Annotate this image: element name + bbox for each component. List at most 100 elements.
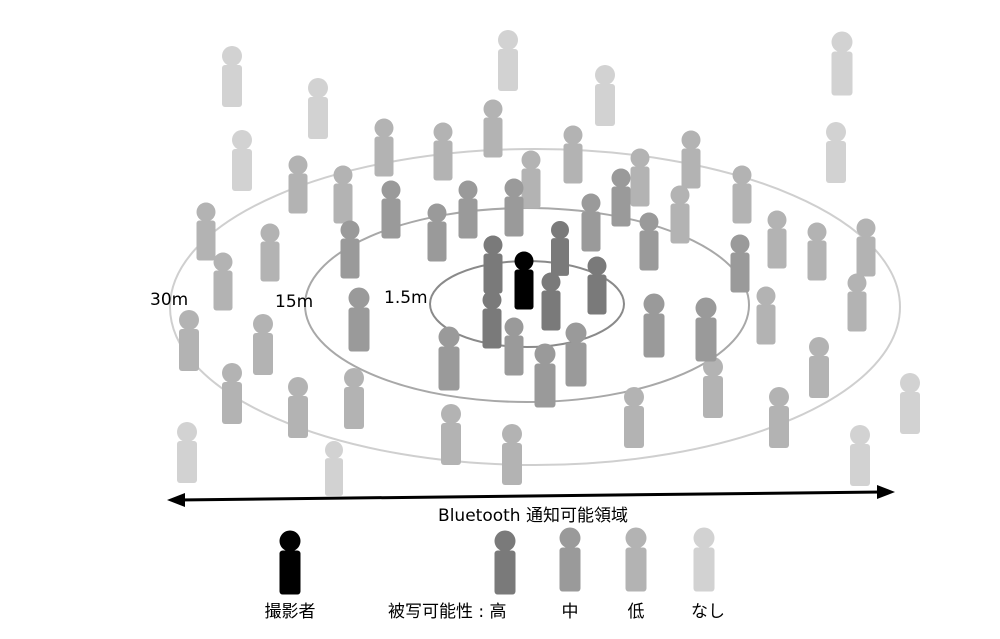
person-body — [624, 406, 644, 448]
person-body — [563, 143, 583, 184]
person-head — [639, 212, 659, 232]
person-l — [563, 125, 583, 184]
person-l — [433, 122, 453, 181]
legend-icon-none — [693, 527, 715, 592]
person-h — [482, 290, 502, 349]
legend-label-none: なし — [691, 602, 725, 622]
person-body — [433, 140, 453, 181]
person-body — [900, 392, 920, 434]
person-body — [565, 342, 587, 387]
person-l — [502, 424, 522, 485]
person-head — [427, 203, 447, 223]
person-body — [826, 141, 846, 183]
person-l — [288, 377, 308, 438]
person-m — [504, 317, 524, 376]
person-body — [441, 423, 461, 465]
person-head — [856, 218, 876, 238]
person-head — [695, 297, 717, 319]
person-head — [177, 422, 197, 442]
person-l — [681, 130, 701, 189]
person-n — [498, 30, 518, 91]
person-body — [381, 198, 401, 239]
person-body — [850, 444, 870, 486]
person-m — [427, 203, 447, 262]
legend — [279, 527, 715, 595]
person-l — [222, 363, 242, 424]
person-head — [308, 78, 328, 98]
ring-label-1-5m: 1.5m — [384, 288, 428, 308]
person-head — [374, 118, 394, 138]
person-body — [541, 290, 561, 331]
person-body — [458, 198, 478, 239]
legend-icon-high — [494, 530, 516, 595]
person-n — [900, 373, 920, 434]
person-l — [179, 310, 199, 371]
person-m — [581, 193, 601, 252]
person-head — [681, 130, 701, 150]
person-n — [826, 122, 846, 183]
person-head — [587, 256, 607, 276]
person-m — [695, 297, 717, 362]
person-head — [521, 150, 541, 170]
person-body — [807, 240, 827, 281]
legend-label-prefix: 被写可能性 : — [388, 602, 490, 622]
legend-icon-low — [625, 527, 647, 592]
person-body — [514, 269, 534, 310]
person-body — [253, 333, 273, 375]
person-p — [514, 251, 534, 310]
legend-label-high: 高 — [490, 602, 507, 622]
person-body — [551, 238, 569, 276]
person-l — [767, 210, 787, 269]
person-head — [703, 357, 723, 377]
person-body — [625, 547, 647, 592]
person-h — [483, 235, 503, 294]
person-body — [587, 274, 607, 315]
person-head — [344, 368, 364, 388]
person-body — [831, 51, 853, 96]
person-body — [222, 65, 242, 107]
person-head — [504, 317, 524, 337]
person-m — [504, 178, 524, 237]
person-head — [670, 185, 690, 205]
person-body — [730, 252, 750, 293]
person-head — [730, 234, 750, 254]
person-h — [541, 272, 561, 331]
person-body — [504, 335, 524, 376]
person-body — [260, 241, 280, 282]
person-head — [288, 377, 308, 397]
person-head — [279, 530, 301, 552]
ring-label-15m: 15m — [275, 292, 313, 312]
person-body — [438, 346, 460, 391]
person-head — [900, 373, 920, 393]
person-body — [483, 253, 503, 294]
person-head — [831, 31, 853, 53]
person-n — [308, 78, 328, 139]
person-head — [196, 202, 216, 222]
person-body — [333, 183, 353, 224]
person-head — [482, 290, 502, 310]
person-body — [856, 236, 876, 277]
person-body — [521, 168, 541, 209]
person-l — [769, 387, 789, 448]
arrowhead-left — [167, 493, 185, 507]
person-n — [232, 130, 252, 191]
person-body — [494, 550, 516, 595]
person-head — [232, 130, 252, 150]
person-n — [177, 422, 197, 483]
person-head — [433, 122, 453, 142]
person-head — [630, 148, 650, 168]
person-head — [458, 180, 478, 200]
person-l — [756, 286, 776, 345]
person-body — [534, 363, 556, 408]
person-head — [381, 180, 401, 200]
person-head — [559, 527, 581, 549]
person-body — [179, 329, 199, 371]
person-head — [756, 286, 776, 306]
person-head — [222, 46, 242, 66]
person-body — [595, 84, 615, 126]
person-m — [643, 293, 665, 358]
person-n — [222, 46, 242, 107]
person-body — [670, 203, 690, 244]
person-head — [611, 168, 631, 188]
person-body — [809, 356, 829, 398]
